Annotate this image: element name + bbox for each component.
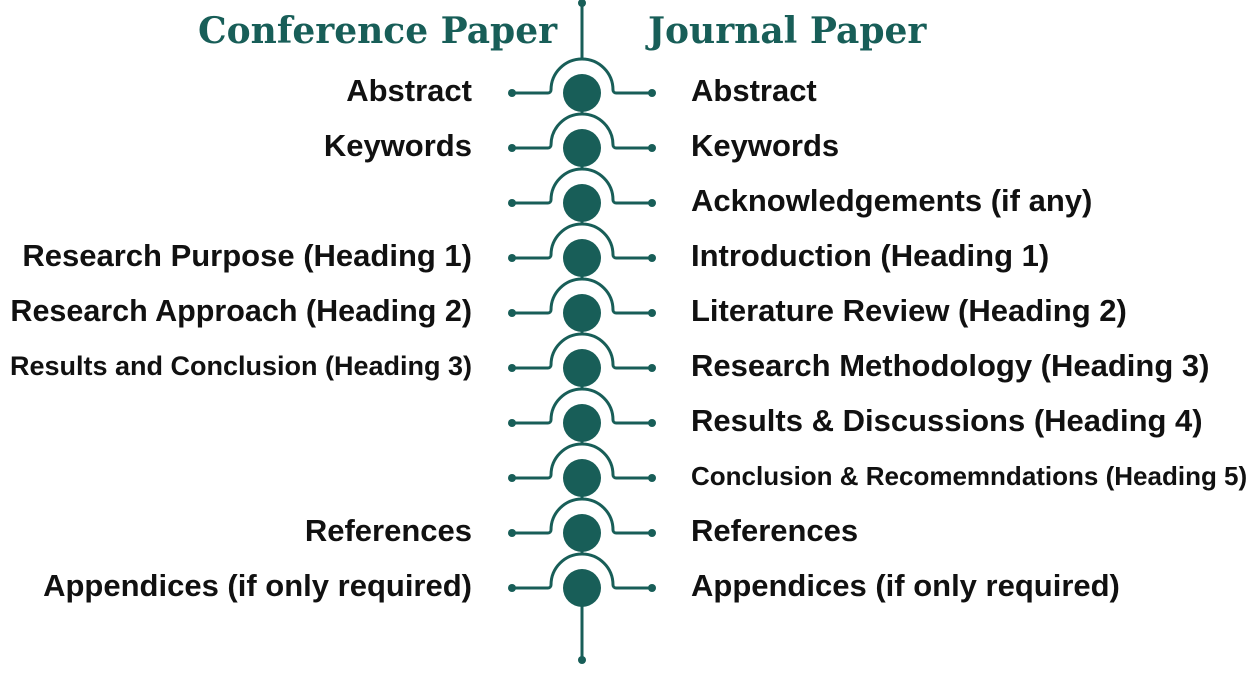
left-connector-dot [508,529,516,537]
conference-section-label: Research Purpose (Heading 1) [22,238,472,273]
node-connector [512,112,652,150]
journal-section-label: Keywords [691,128,840,163]
left-connector-dot [508,309,516,317]
node-circle [563,569,601,607]
left-connector-dot [508,419,516,427]
right-connector-dot [648,364,656,372]
journal-section-label: Acknowledgements (if any) [691,183,1093,218]
node-circle [563,459,601,497]
spine-top-dot [578,0,586,7]
journal-section-label: Introduction (Heading 1) [691,238,1050,273]
node-circle [563,404,601,442]
journal-section-label: Results & Discussions (Heading 4) [691,403,1203,438]
spine-bottom-dot [578,656,586,664]
conference-section-label: Keywords [323,128,472,163]
left-connector-dot [508,584,516,592]
node-connector [512,552,652,590]
node-connector [512,442,652,480]
journal-section-label: References [691,513,859,548]
node-connector [512,332,652,370]
node-connector [512,277,652,315]
node-circle [563,184,601,222]
journal-section-label: Research Methodology (Heading 3) [691,348,1210,383]
right-connector-dot [648,254,656,262]
right-connector-dot [648,529,656,537]
right-connector-dot [648,144,656,152]
conference-section-label: Research Approach (Heading 2) [10,294,472,328]
conference-section-label: Appendices (if only required) [43,568,472,603]
journal-section-label: Conclusion & Recomemndations (Heading 5) [691,461,1248,491]
left-connector-dot [508,144,516,152]
node-connector [512,167,652,205]
right-connector-dot [648,474,656,482]
node-circle [563,349,601,387]
right-connector-dot [648,419,656,427]
right-connector-dot [648,89,656,97]
conference-section-label: Abstract [346,73,472,108]
right-connector-dot [648,199,656,207]
node-circle [563,74,601,112]
right-connector-dot [648,584,656,592]
node-circle [563,239,601,277]
node-circle [563,514,601,552]
journal-section-label: Literature Review (Heading 2) [691,293,1127,328]
right-connector-dot [648,309,656,317]
node-connector [512,387,652,425]
left-connector-dot [508,199,516,207]
journal-section-label: Abstract [691,73,817,108]
left-connector-dot [508,254,516,262]
node-connector [512,497,652,535]
left-connector-dot [508,474,516,482]
node-circle [563,294,601,332]
conference-section-label: Results and Conclusion (Heading 3) [9,351,472,381]
node-connector [512,57,652,95]
node-connector [512,222,652,260]
conference-section-label: References [304,513,472,548]
left-connector-dot [508,364,516,372]
left-connector-dot [508,89,516,97]
journal-paper-header: Journal Paper [648,10,927,52]
node-circle [563,129,601,167]
conference-paper-header: Conference Paper [198,10,558,52]
journal-section-label: Appendices (if only required) [691,568,1120,603]
